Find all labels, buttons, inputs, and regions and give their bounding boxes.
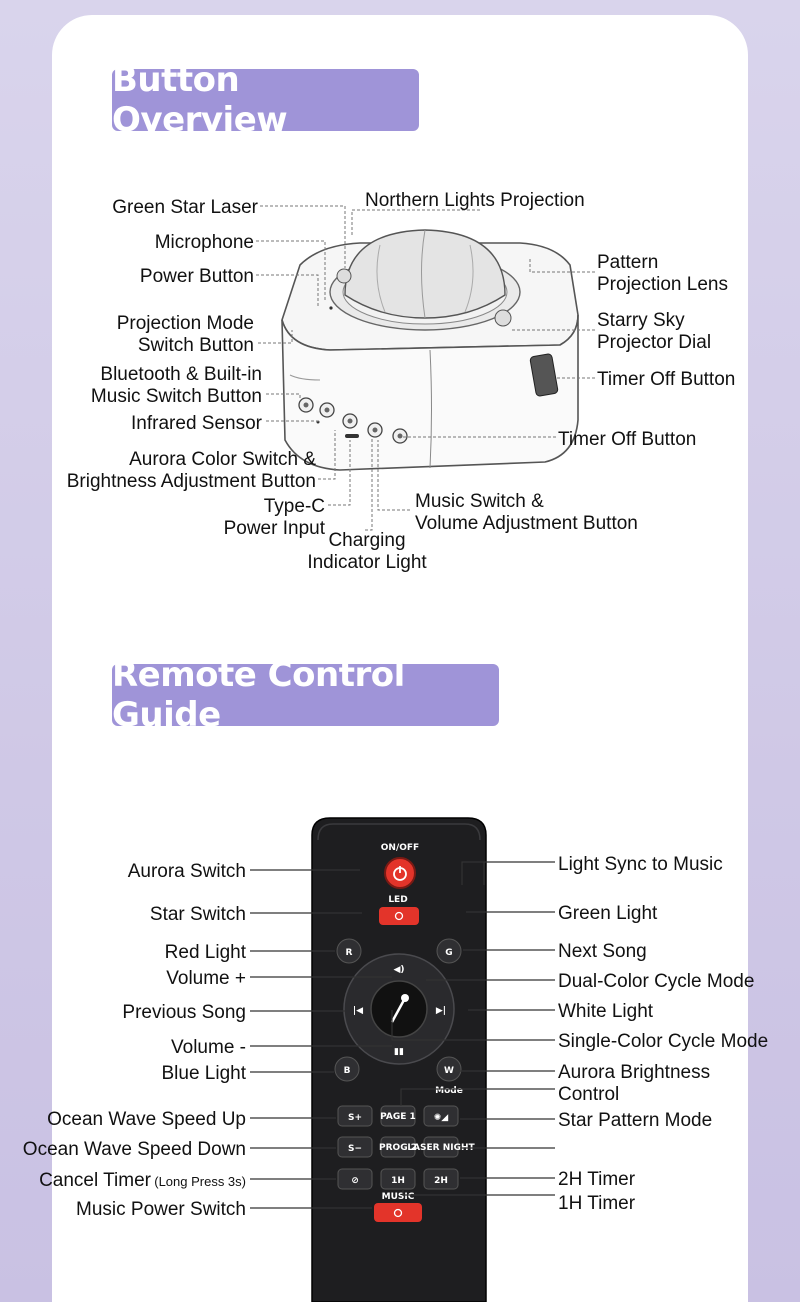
label-aurora-brightness-line1: Aurora Brightness (558, 1062, 710, 1083)
label-white-light: White Light (558, 1001, 654, 1022)
label-dual-color-cycle: Dual-Color Cycle Mode (558, 971, 754, 992)
remote-white-button[interactable] (436, 1056, 462, 1082)
remote-vol-down-icon[interactable]: ▮▮ (394, 1047, 404, 1057)
remote-b-label: B (344, 1066, 351, 1076)
remote-page-label: PAGE 1 (380, 1112, 416, 1122)
label-1h-timer: 1H Timer (558, 1193, 636, 1214)
remote-prev-icon[interactable]: |◀ (353, 1006, 363, 1016)
label-projection-mode-line1: Projection Mode (117, 313, 254, 334)
label-star-pattern-mode: Star Pattern Mode (558, 1110, 712, 1131)
remote-s-minus-button[interactable] (337, 1136, 373, 1158)
label-microphone: Microphone (155, 232, 254, 253)
remote-star-icon: ✺◢ (434, 1113, 449, 1123)
remote-2h-label: 2H (434, 1176, 448, 1186)
label-pattern-lens-line2: Projection Lens (597, 274, 728, 295)
label-ocean-wave-down: Ocean Wave Speed Down (23, 1139, 246, 1160)
remote-cancel-icon: ⊘ (351, 1176, 359, 1186)
label-ocean-wave-up: Ocean Wave Speed Up (47, 1109, 246, 1130)
remote-control-illustration: ON/OFF LED R G ◀) ▮▮ |◀ ▶| B W Mode (311, 817, 487, 1302)
remote-star-pattern-button[interactable] (423, 1105, 459, 1127)
label-light-sync: Light Sync to Music (558, 854, 723, 875)
remote-green-button[interactable] (436, 938, 462, 964)
label-blue-light: Blue Light (161, 1063, 246, 1084)
label-bluetooth-line1: Bluetooth & Built-in (100, 364, 262, 385)
remote-r-label: R (346, 948, 353, 958)
label-next-song: Next Song (558, 941, 647, 962)
label-starry-dial-line2: Projector Dial (597, 332, 711, 353)
remote-w-label: W (444, 1066, 454, 1076)
label-aurora-brightness-line2: Control (558, 1084, 619, 1105)
remote-2h-button[interactable] (423, 1168, 459, 1190)
label-pattern-lens-line1: Pattern (597, 252, 658, 273)
label-cancel-timer: Cancel Timer (39, 1170, 152, 1191)
remote-music-power-button[interactable] (374, 1203, 422, 1222)
label-red-light: Red Light (165, 942, 247, 963)
remote-1h-button[interactable] (380, 1168, 416, 1190)
remote-music-label: MUSIC (382, 1192, 415, 1202)
remote-page-button[interactable] (380, 1105, 416, 1127)
remote-s-plus-label: S+ (348, 1113, 362, 1123)
remote-cancel-timer-button[interactable] (337, 1168, 373, 1190)
label-music-power-switch: Music Power Switch (76, 1199, 246, 1220)
label-2h-timer: 2H Timer (558, 1169, 636, 1190)
label-previous-song: Previous Song (122, 1002, 246, 1023)
remote-vol-up-icon[interactable]: ◀) (393, 965, 404, 975)
label-star-switch: Star Switch (150, 904, 246, 925)
label-cancel-timer-note: (Long Press 3s) (154, 1174, 246, 1189)
projector-device-illustration (281, 229, 579, 471)
label-projection-mode-line2: Switch Button (138, 335, 254, 356)
label-aurora-switch: Aurora Switch (128, 861, 246, 882)
label-aurora-color-line2: Brightness Adjustment Button (67, 471, 316, 492)
label-charging-line1: Charging (328, 530, 405, 551)
label-power-button: Power Button (140, 266, 254, 287)
section-title-remote-guide: Remote Control Guide (112, 655, 499, 735)
remote-onoff-label: ON/OFF (381, 843, 419, 853)
remote-prog-label: PROG 2 (379, 1143, 417, 1153)
label-typec-line1: Type-C (264, 496, 325, 517)
label-aurora-color-line1: Aurora Color Switch & (129, 449, 316, 470)
label-typec-line2: Power Input (224, 518, 326, 539)
remote-led-label: LED (388, 895, 407, 905)
remote-blue-button[interactable] (334, 1056, 360, 1082)
label-green-light: Green Light (558, 903, 658, 924)
remote-1h-label: 1H (391, 1176, 405, 1186)
remote-led-button[interactable] (379, 907, 419, 925)
remote-laser-button[interactable] (423, 1136, 459, 1158)
remote-s-minus-label: S− (348, 1144, 362, 1154)
remote-red-button[interactable] (336, 938, 362, 964)
label-volume-plus: Volume + (166, 968, 246, 989)
remote-next-icon[interactable]: ▶| (436, 1006, 446, 1016)
remote-s-plus-button[interactable] (337, 1105, 373, 1127)
label-charging-line2: Indicator Light (307, 552, 427, 573)
label-infrared-sensor: Infrared Sensor (131, 413, 263, 434)
remote-prog-button[interactable] (380, 1136, 416, 1158)
remote-mode-label: Mode (435, 1086, 463, 1096)
remote-laser-label: LASER NIGHT (407, 1143, 475, 1153)
label-music-switch-line1: Music Switch & (415, 491, 544, 512)
label-music-switch-line2: Volume Adjustment Button (415, 513, 638, 534)
label-single-color-cycle: Single-Color Cycle Mode (558, 1031, 768, 1052)
label-bluetooth-line2: Music Switch Button (91, 386, 262, 407)
label-northern-lights: Northern Lights Projection (365, 190, 585, 211)
label-green-star-laser: Green Star Laser (112, 197, 258, 218)
label-volume-minus: Volume - (171, 1037, 246, 1058)
label-timer-off-side: Timer Off Button (597, 369, 735, 390)
label-timer-off-front: Timer Off Button (558, 429, 696, 450)
label-starry-dial-line1: Starry Sky (597, 310, 685, 331)
remote-g-label: G (445, 948, 452, 958)
